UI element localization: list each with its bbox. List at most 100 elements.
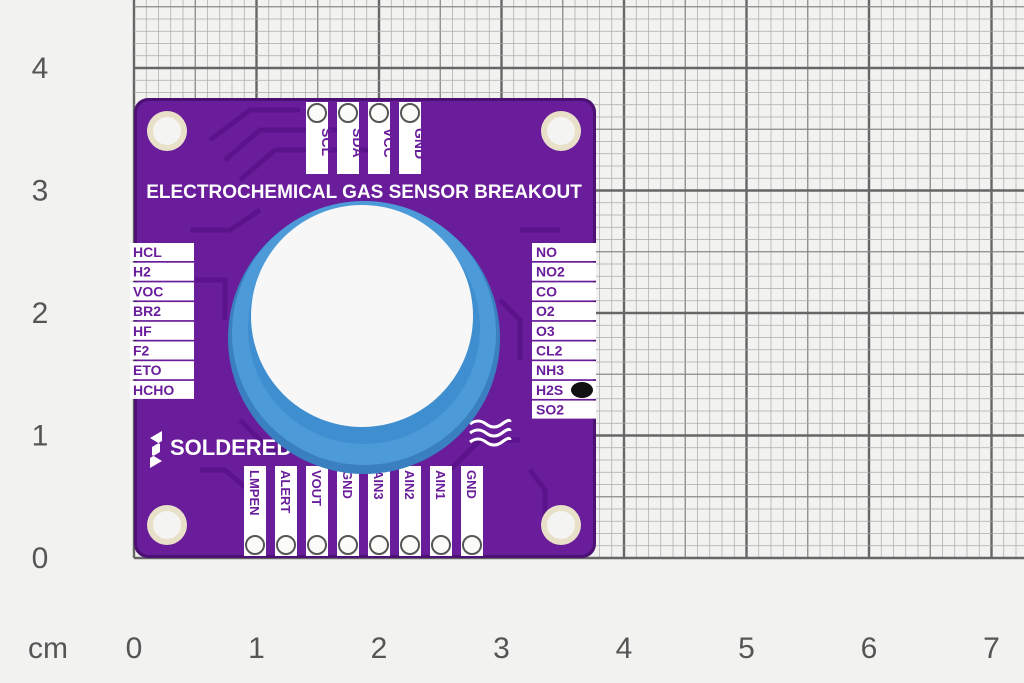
pin-label-pad bbox=[275, 466, 297, 556]
pin-label: GND bbox=[340, 470, 355, 499]
gas-name: CL2 bbox=[536, 343, 563, 359]
gas-name: BR2 bbox=[133, 303, 161, 319]
pin-label: AIN1 bbox=[433, 470, 448, 500]
mounting-hole-center bbox=[547, 511, 575, 539]
bottom-pin: GND bbox=[461, 466, 483, 556]
gas-label-pad bbox=[130, 243, 194, 261]
brand-logo: SOLDERED bbox=[150, 431, 292, 468]
pin-label: SCL bbox=[319, 128, 335, 156]
x-tick-label: 7 bbox=[983, 632, 1000, 665]
gas-label-pad bbox=[130, 380, 194, 399]
gas-label-right: NO bbox=[532, 243, 596, 261]
top-pin: GND bbox=[399, 102, 428, 174]
x-tick-label: 6 bbox=[861, 632, 878, 665]
y-tick-label: 3 bbox=[32, 175, 49, 208]
mounting-hole-center bbox=[153, 511, 181, 539]
top-pin: VCC bbox=[368, 102, 397, 174]
x-tick-label: 4 bbox=[616, 632, 633, 665]
gas-label-pad bbox=[532, 262, 596, 281]
brand-logo-icon bbox=[150, 431, 162, 468]
bottom-pin: VOUT bbox=[306, 466, 328, 556]
gas-name: H2 bbox=[133, 264, 151, 280]
mounting-hole-center bbox=[153, 117, 181, 145]
bottom-pin: AIN1 bbox=[430, 466, 452, 556]
pin-hole bbox=[400, 535, 420, 555]
gas-label-right: CL2 bbox=[532, 341, 596, 360]
gas-label-pad bbox=[532, 302, 596, 321]
brand-name: SOLDERED bbox=[170, 435, 292, 460]
gas-label-left: F2 bbox=[130, 341, 194, 360]
pin-hole bbox=[338, 103, 358, 123]
pin-label: SDA bbox=[350, 128, 366, 158]
pin-label-pad bbox=[337, 466, 359, 556]
x-tick-label: 1 bbox=[248, 632, 265, 665]
gas-label-left: VOC bbox=[130, 282, 194, 301]
gas-label-pad bbox=[532, 400, 596, 419]
pin-hole bbox=[338, 535, 358, 555]
gas-name: HCHO bbox=[133, 382, 174, 398]
gas-label-pad bbox=[130, 341, 194, 360]
pin-hole bbox=[400, 103, 420, 123]
pin-label: GND bbox=[464, 470, 479, 499]
pin-label: LMPEN bbox=[247, 470, 262, 516]
bottom-pin: AIN2 bbox=[399, 466, 421, 556]
y-tick-label: 2 bbox=[32, 297, 49, 330]
top-pin: SCL bbox=[306, 102, 335, 174]
pin-hole bbox=[276, 535, 296, 555]
gas-label-left: H2 bbox=[130, 262, 194, 281]
mounting-hole-center bbox=[547, 117, 575, 145]
bottom-pin: ALERT bbox=[275, 466, 297, 556]
mounting-holes bbox=[147, 111, 581, 545]
gas-label-left: HF bbox=[130, 321, 194, 340]
top-pin: SDA bbox=[337, 102, 366, 174]
pin-label: GND bbox=[412, 128, 428, 159]
x-tick-label: 3 bbox=[493, 632, 510, 665]
pin-hole bbox=[369, 103, 389, 123]
solder-jumper bbox=[571, 382, 593, 398]
gas-label-pad bbox=[532, 243, 596, 261]
sensor-filter bbox=[251, 205, 473, 427]
pin-hole bbox=[245, 535, 265, 555]
gas-label-pad bbox=[130, 302, 194, 321]
gas-label-pad bbox=[532, 282, 596, 301]
y-tick-label: 1 bbox=[32, 420, 49, 453]
gas-label-right: O2 bbox=[532, 302, 596, 321]
gas-label-right: NH3 bbox=[532, 361, 596, 380]
gas-name: ETO bbox=[133, 362, 162, 378]
x-tick-label: 2 bbox=[371, 632, 388, 665]
gas-name: NO2 bbox=[536, 264, 565, 280]
gas-label-left: HCHO bbox=[130, 380, 194, 399]
pin-hole bbox=[307, 535, 327, 555]
gas-name: CO bbox=[536, 283, 557, 299]
pin-label: AIN3 bbox=[371, 470, 386, 500]
gas-name: HCL bbox=[133, 244, 162, 260]
pin-label-pad bbox=[430, 466, 452, 556]
gas-label-pad bbox=[130, 282, 194, 301]
gas-label-pad bbox=[532, 341, 596, 360]
gas-name: SO2 bbox=[536, 402, 564, 418]
gas-label-left: ETO bbox=[130, 361, 194, 380]
board-title: ELECTROCHEMICAL GAS SENSOR BREAKOUT bbox=[146, 182, 582, 203]
gas-name: O2 bbox=[536, 303, 555, 319]
gas-name: F2 bbox=[133, 343, 150, 359]
gas-label-pad bbox=[532, 361, 596, 380]
pin-label: AIN2 bbox=[402, 470, 417, 500]
gas-label-pad bbox=[130, 321, 194, 340]
wave-icon bbox=[469, 418, 512, 447]
pin-label: ALERT bbox=[278, 470, 293, 513]
bottom-pin: GND bbox=[337, 466, 359, 556]
gas-label-right: O3 bbox=[532, 321, 596, 340]
gas-name: O3 bbox=[536, 323, 555, 339]
gas-label-left: HCL bbox=[130, 243, 194, 261]
gas-label-pad bbox=[532, 321, 596, 340]
gas-name: H2S bbox=[536, 382, 563, 398]
x-tick-label: 0 bbox=[126, 632, 143, 665]
